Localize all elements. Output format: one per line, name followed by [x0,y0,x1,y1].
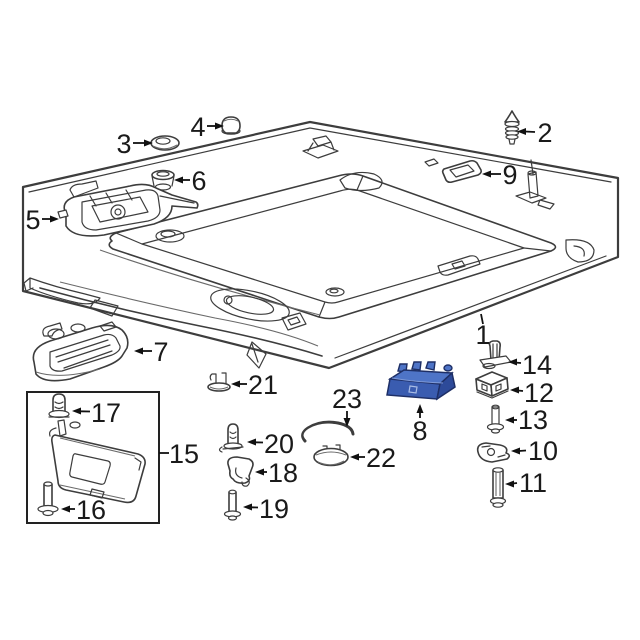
callout-label-11[interactable]: 11 [519,468,547,498]
callout-4[interactable]: 4 [190,112,224,142]
part-20-clip [218,423,244,453]
callout-label-18[interactable]: 18 [268,458,298,488]
callout-6[interactable]: 6 [174,166,207,196]
part-17-clip [48,393,70,419]
callout-7[interactable]: 7 [134,337,169,367]
callout-label-10[interactable]: 10 [528,436,558,466]
callout-label-6[interactable]: 6 [191,166,206,196]
callout-label-23[interactable]: 23 [332,384,362,414]
part-18-hook [227,456,254,487]
part-11-bolt [489,467,507,508]
callout-12[interactable]: 12 [510,378,554,408]
callout-label-8[interactable]: 8 [412,416,427,446]
callout-label-5[interactable]: 5 [25,205,40,235]
part-22-lens [313,444,349,467]
callout-8[interactable]: 8 [412,404,428,446]
callout-label-20[interactable]: 20 [264,429,294,459]
callout-16[interactable]: 16 [61,495,106,525]
part-21-clip [207,372,231,392]
callout-label-12[interactable]: 12 [524,378,554,408]
callout-15[interactable]: 15 [159,439,199,469]
part-10-bracket [476,442,511,463]
part-2-push-pin [504,110,520,145]
callout-label-13[interactable]: 13 [518,405,548,435]
callout-label-22[interactable]: 22 [366,443,396,473]
callout-22[interactable]: 22 [350,443,396,473]
callout-14[interactable]: 14 [508,350,552,380]
callout-label-21[interactable]: 21 [248,370,278,400]
part-13-screw [486,404,505,434]
callout-label-2[interactable]: 2 [537,118,552,148]
part-19-screw [223,489,242,521]
callout-11[interactable]: 11 [505,468,547,498]
callout-23[interactable]: 23 [332,384,362,427]
callout-2[interactable]: 2 [517,118,553,148]
callout-9[interactable]: 9 [482,160,518,190]
part-15-sun-visor [49,419,146,504]
part-14-clip [479,340,512,370]
part-4-cap [221,116,241,135]
callout-19[interactable]: 19 [243,494,289,524]
part-9-plate [441,159,482,184]
part-5-bracket [57,180,199,237]
callout-18[interactable]: 18 [255,458,298,488]
callout-label-3[interactable]: 3 [116,129,131,159]
part-headliner-panel [21,120,620,370]
callout-label-4[interactable]: 4 [190,112,205,142]
callout-label-16[interactable]: 16 [76,495,106,525]
callout-label-14[interactable]: 14 [522,350,552,380]
visor-box-frame [26,391,160,524]
part-12-bracket [475,371,509,399]
callout-5[interactable]: 5 [25,205,59,235]
part-7-overhead-console [32,321,129,382]
callout-10[interactable]: 10 [511,436,558,466]
callout-label-15[interactable]: 15 [169,439,199,469]
callout-3[interactable]: 3 [116,129,153,159]
callout-label-17[interactable]: 17 [91,398,121,428]
callout-13[interactable]: 13 [505,405,548,435]
callout-label-1[interactable]: 1 [475,320,490,350]
callout-label-7[interactable]: 7 [153,337,168,367]
part-8-highlighted-lamp[interactable] [386,361,456,401]
callout-17[interactable]: 17 [72,398,121,428]
callout-20[interactable]: 20 [247,429,294,459]
callout-label-9[interactable]: 9 [502,160,517,190]
callout-label-19[interactable]: 19 [259,494,289,524]
callout-21[interactable]: 21 [231,370,278,400]
part-3-grommet [150,135,180,151]
part-23-wire [301,420,355,443]
callout-1[interactable]: 1 [475,313,491,350]
part-16-pin [37,481,59,517]
